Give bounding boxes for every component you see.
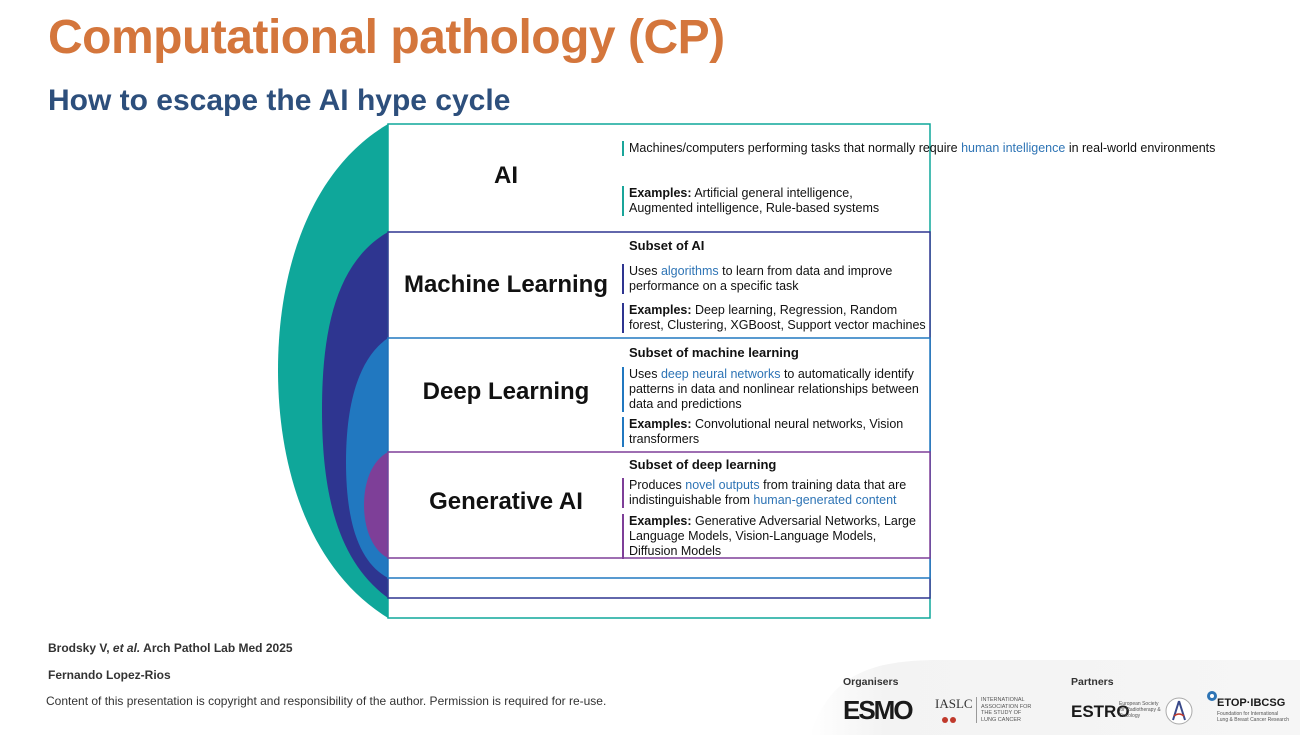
partner-emblem-icon [1165, 697, 1193, 725]
etop-icon [1207, 691, 1217, 701]
layer-title-dl: Deep Learning [422, 378, 590, 405]
iaslc-logo: IASLC [935, 696, 973, 730]
ml-examples: Examples: Deep learning, Regression, Ran… [622, 303, 931, 333]
genai-subset: Subset of deep learning [629, 457, 777, 472]
page-title: Computational pathology (CP) [48, 11, 725, 64]
dl-examples: Examples: Convolutional neural networks,… [622, 417, 919, 447]
ai-description: Machines/computers performing tasks that… [622, 141, 1215, 156]
etop-logo: ETOP·IBCSG [1217, 697, 1286, 709]
presenter-name: Fernando Lopez-Rios [48, 668, 171, 682]
reference-citation: Brodsky V, et al. Arch Pathol Lab Med 20… [48, 641, 293, 655]
ml-description: Uses algorithms to learn from data and i… [622, 264, 919, 294]
iaslc-subtitle: INTERNATIONAL ASSOCIATION FOR THE STUDY … [976, 697, 1037, 723]
ai-examples: Examples: Artificial general intelligenc… [622, 186, 919, 216]
estro-logo: ESTRO [1071, 702, 1130, 721]
page-subtitle: How to escape the AI hype cycle [48, 84, 511, 117]
genai-arc [364, 452, 388, 558]
copyright-notice: Content of this presentation is copyrigh… [46, 694, 607, 708]
genai-examples: Examples: Generative Adversarial Network… [622, 514, 925, 559]
esmo-logo: ESMO [843, 695, 914, 725]
estro-subtitle: European Society for Radiotherapy & Onco… [1119, 701, 1161, 719]
partners-label: Partners [1071, 676, 1114, 688]
layer-title-genai: Generative AI [429, 488, 583, 515]
layer-title-ai: AI [494, 162, 518, 189]
ml-subset: Subset of AI [629, 238, 705, 253]
dl-description: Uses deep neural networks to automatical… [622, 367, 921, 412]
etop-subtitle: Foundation for International Lung & Brea… [1217, 711, 1289, 723]
layer-title-ml: Machine Learning [403, 271, 609, 298]
genai-box [387, 451, 931, 559]
lung-icon [942, 717, 956, 723]
dl-subset: Subset of machine learning [629, 345, 799, 360]
organisers-label: Organisers [843, 676, 899, 688]
genai-description: Produces novel outputs from training dat… [622, 478, 919, 508]
